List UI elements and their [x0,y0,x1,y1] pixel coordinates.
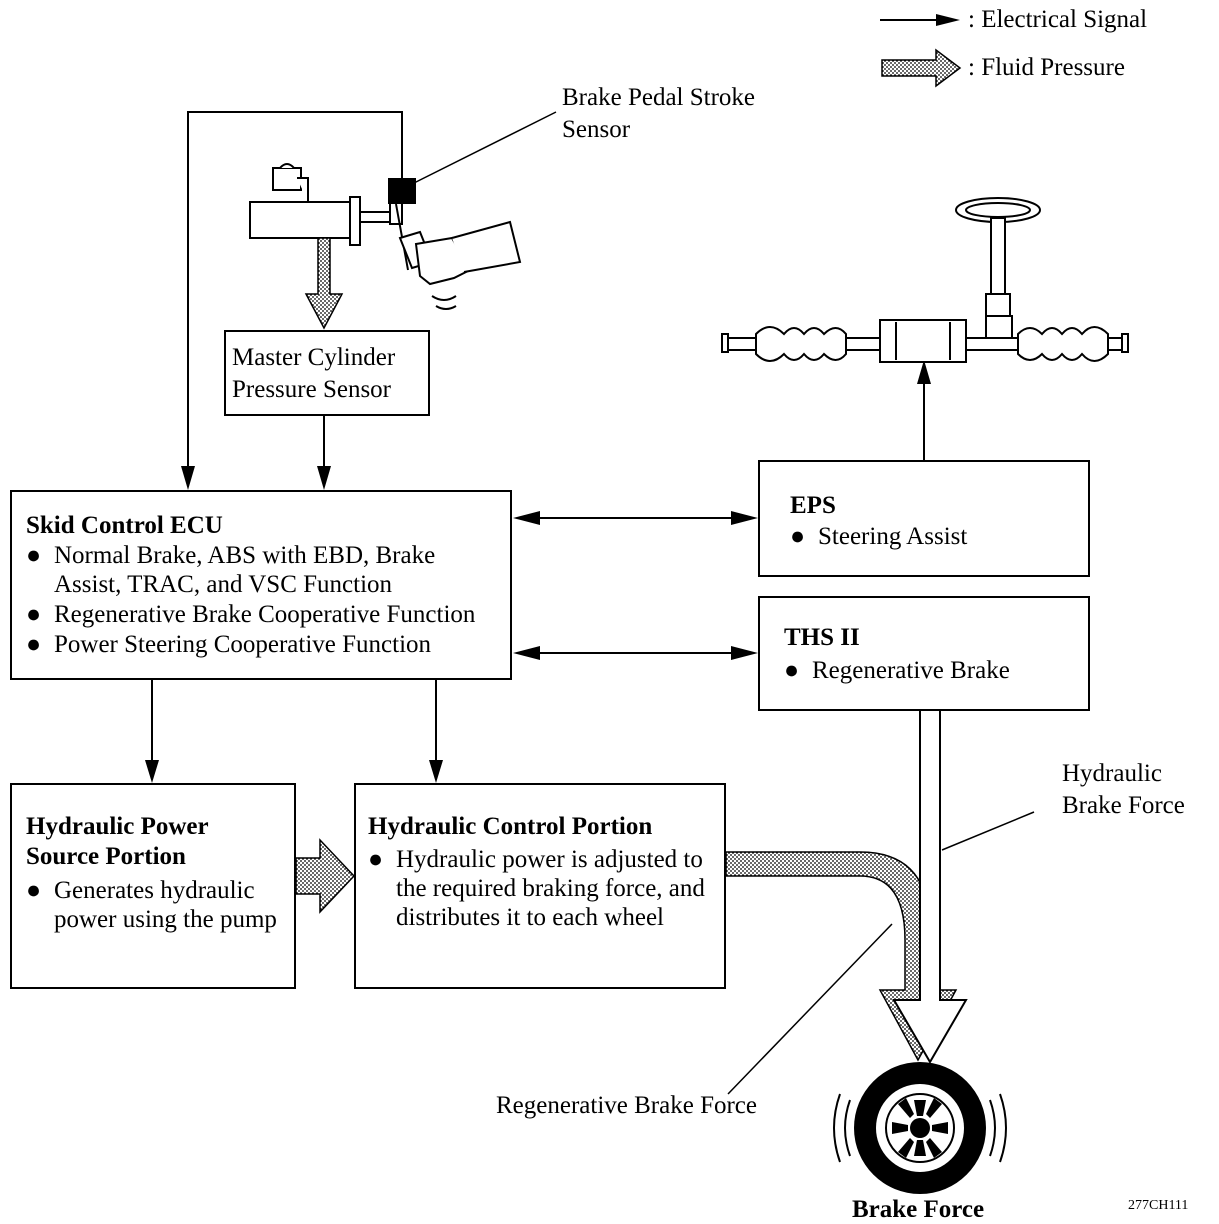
pedal-sensor-label-1: Brake Pedal Stroke [562,84,756,111]
hydraulic-force-label-1: Hydraulic [1062,760,1162,787]
master-cylinder-label-1: Master Cylinder [232,344,396,371]
hps-title-1: Hydraulic Power [26,813,209,840]
bullet-icon: ● [784,657,800,684]
ecu-item-1: ● Regenerative Brake Cooperative Functio… [26,600,516,629]
power-to-control-fluid-arrow [295,838,356,914]
pedal-stroke-sensor-icon [388,178,416,204]
ecu-item-0: ● Normal Brake, ABS with EBD, Brake Assi… [26,541,496,599]
ecu-item-2: ● Power Steering Cooperative Function [26,630,516,659]
ecu-item-text: Normal Brake, ABS with EBD, Brake Assist… [54,542,436,598]
pedal-sensor-label-2: Sensor [562,116,631,143]
hps-item-text: Generates hydraulic power using the pump [54,877,277,933]
legend-fluid-label: : Fluid Pressure [968,54,1125,81]
hydraulic-brake-force-arrow [892,709,968,1064]
bullet-icon: ● [26,601,42,628]
master-cylinder-illustration [249,163,403,246]
legend-fluid-arrow [881,48,962,88]
electrical-arrowheads [145,360,931,783]
eps-box: EPS ● Steering Assist [758,460,1090,577]
eps-item-text: Steering Assist [818,523,968,550]
eps-item-0: ● Steering Assist [790,522,1080,551]
bullet-icon: ● [26,877,42,904]
hcp-item-0: ● Hydraulic power is adjusted to the req… [368,845,716,932]
master-cylinder-sensor-box: Master Cylinder Pressure Sensor [224,330,430,416]
legend-electrical-arrow [880,14,960,26]
eps-title: EPS [790,492,836,519]
figure-code: 277CH111 [1128,1198,1189,1213]
master-cylinder-label-2: Pressure Sensor [232,376,392,403]
bullet-icon: ● [26,631,42,658]
brake-pedal-illustration [395,203,522,310]
master-fluid-arrow [304,237,344,330]
hydraulic-force-leader [941,811,1035,851]
electrical-signal-lines [151,111,925,768]
hydraulic-control-portion-box: Hydraulic Control Portion ● Hydraulic po… [354,783,726,989]
pedal-sensor-leader [407,111,557,187]
regen-force-leader [727,923,893,1095]
bullet-icon: ● [368,846,384,873]
ths-title: THS II [784,624,860,651]
hcp-item-text: Hydraulic power is adjusted to the requi… [396,846,705,931]
ths-item-0: ● Regenerative Brake [784,656,1084,685]
ecu-item-text: Regenerative Brake Cooperative Function [54,601,476,628]
bullet-icon: ● [790,523,806,550]
steering-gear-illustration [721,197,1129,363]
bullet-icon: ● [26,542,42,569]
hydraulic-force-label-2: Brake Force [1062,792,1185,819]
hps-title-2: Source Portion [26,843,186,870]
ecu-item-text: Power Steering Cooperative Function [54,631,432,658]
hydraulic-power-source-box: Hydraulic Power Source Portion ● Generat… [10,783,296,989]
hps-item-0: ● Generates hydraulic power using the pu… [26,876,292,934]
ecu-title: Skid Control ECU [26,512,223,539]
ths-ii-box: THS II ● Regenerative Brake [758,596,1090,711]
ths-item-text: Regenerative Brake [812,657,1010,684]
regen-force-label: Regenerative Brake Force [496,1092,757,1119]
legend-electrical-label: : Electrical Signal [968,6,1148,33]
wheel-icon [833,1062,1007,1194]
hcp-title: Hydraulic Control Portion [368,813,653,840]
skid-control-ecu-box: Skid Control ECU ● Normal Brake, ABS wit… [10,490,512,680]
brake-force-label: Brake Force [852,1196,985,1223]
